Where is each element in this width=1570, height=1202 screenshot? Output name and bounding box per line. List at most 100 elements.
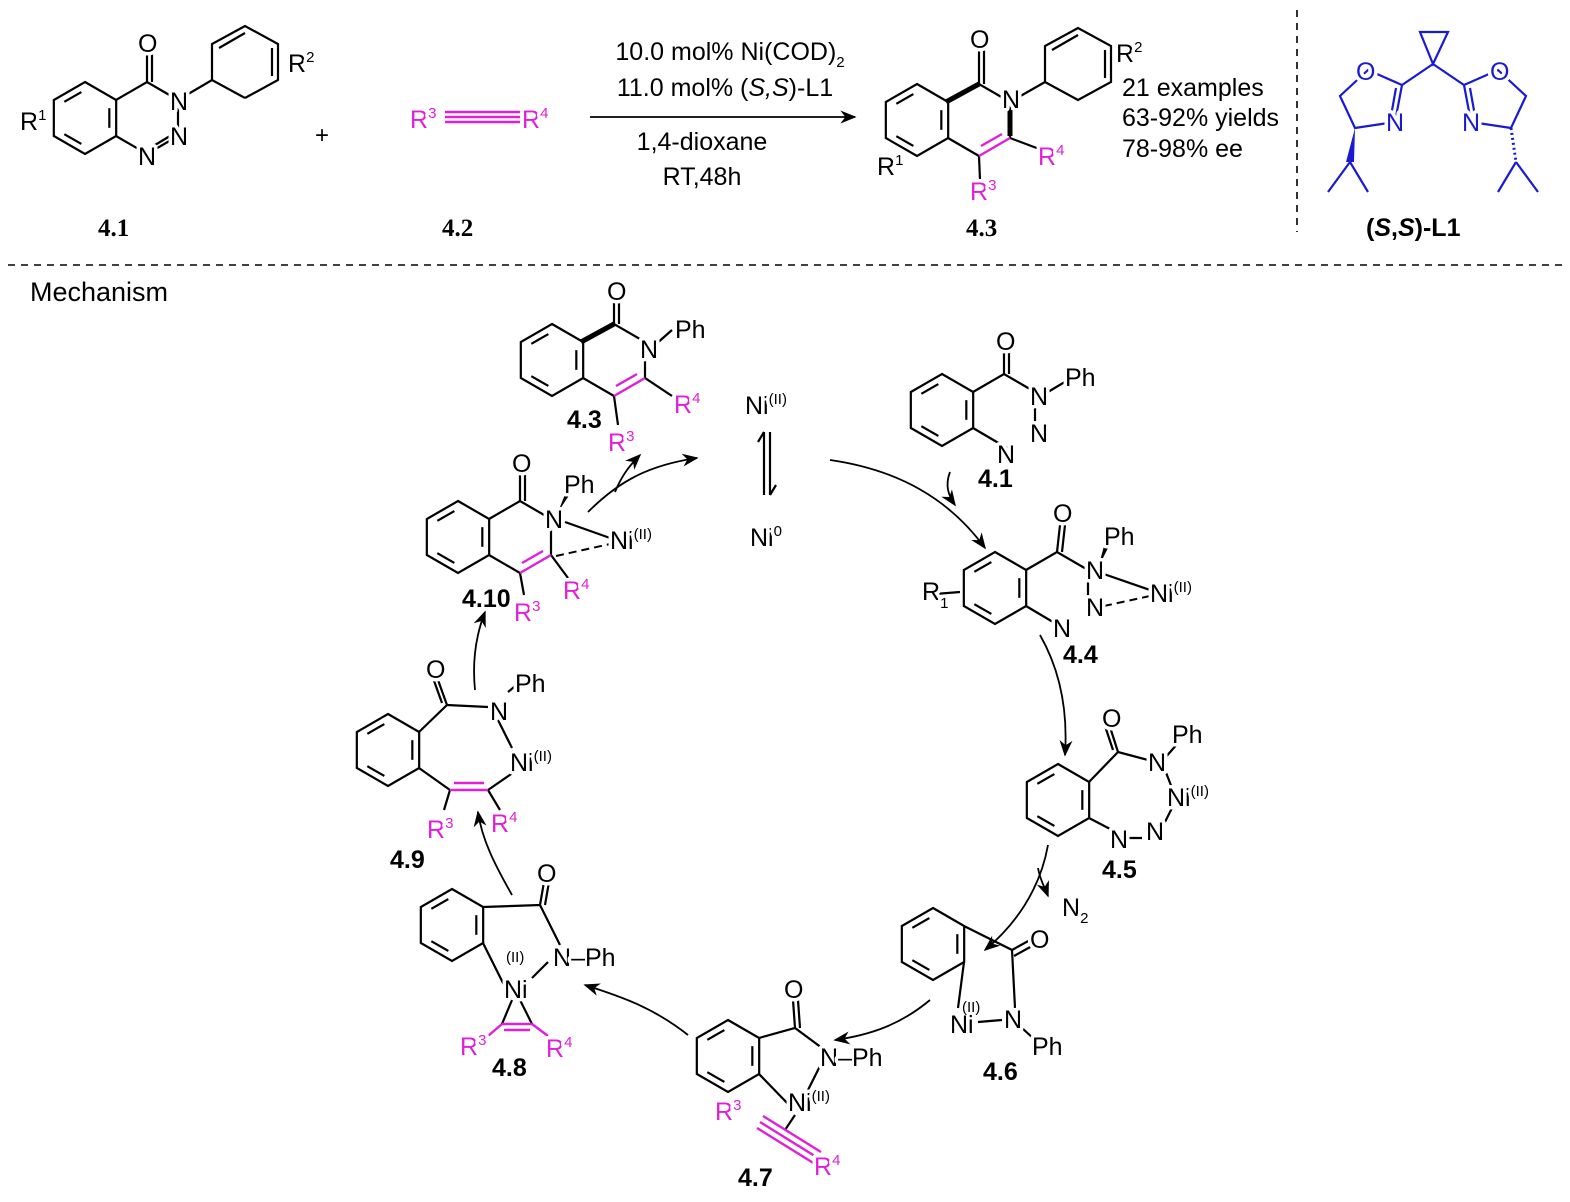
atom-N: N — [1030, 420, 1048, 448]
atom-N: N — [1086, 594, 1104, 622]
atom-N: N — [490, 698, 508, 726]
arrow-n2-release — [1036, 867, 1049, 898]
ring-double-bond — [911, 959, 930, 971]
ring-double-bond — [430, 898, 449, 910]
ring-outline — [909, 372, 975, 448]
atom-N: N — [1004, 1006, 1022, 1034]
phenyl: Ph — [1172, 721, 1203, 749]
substituent-R4: R4 — [522, 105, 548, 134]
atom-N: N — [997, 441, 1015, 469]
atom-O: O — [996, 328, 1015, 356]
arrow-49-to-410 — [473, 610, 486, 691]
condition-temp-time: RT,48h — [663, 163, 742, 191]
ring-outline — [52, 80, 118, 156]
benzene-ring — [909, 372, 975, 448]
compound-label: 4.10 — [462, 585, 511, 613]
benzene-ring — [419, 887, 485, 963]
atom-O: O — [1102, 705, 1121, 733]
atom-N-phenyl: N–Ph — [553, 944, 616, 972]
plus-sign: + — [315, 122, 329, 149]
atom-O: O — [426, 656, 445, 684]
compound-4-7: O N–Ph Ni(II) R3 R4 4.7 — [695, 973, 886, 1192]
benzene-ring — [355, 712, 421, 788]
atom-N: N — [1386, 109, 1404, 137]
atom-N: N — [1086, 557, 1104, 585]
substituent-R3: R3 — [608, 428, 634, 457]
arrow-44-to-45 — [1039, 634, 1073, 757]
ring-outline — [419, 887, 485, 963]
compound-label: 4.1 — [98, 215, 129, 242]
ring-outline — [1025, 762, 1091, 838]
nickel-equilibrium: Ni(II) Ni0 — [742, 388, 791, 556]
ring-outline — [355, 712, 421, 788]
substituent-R1: R1 — [877, 152, 903, 181]
compound-4-4: O N N N Ph Ni(II) R1 4.4 — [919, 497, 1196, 670]
substituent-R4: R4 — [563, 576, 589, 605]
compound-4-6: O N Ni (II) Ph 4.6 — [900, 906, 1066, 1086]
condition-ligand: 11.0 mol% (S,S)-L1 — [617, 74, 833, 102]
arrow-46-to-47 — [833, 999, 931, 1045]
ring-double-bond — [530, 375, 549, 387]
ni-ii: Ni(II) — [610, 526, 652, 555]
catalytic-cycle-arrows — [473, 453, 1073, 1045]
atom-O: O — [537, 860, 556, 888]
compound-4-10: O N Ph Ni(II) R3 R4 4.10 — [425, 447, 655, 631]
substituent-R1: R1 — [20, 107, 46, 136]
compound-4-5: O N Ph Ni(II) N N 4.5 N2 — [1025, 702, 1212, 931]
arrow-47-to-48 — [583, 983, 689, 1036]
atom-N: N — [170, 123, 188, 151]
benzene-ring — [962, 550, 1028, 626]
substituent-R3: R3 — [715, 1097, 741, 1126]
ring-double-bond — [366, 765, 385, 777]
atom-O: O — [607, 278, 626, 306]
substituent-R4: R4 — [1038, 142, 1064, 171]
atom-N: N — [1053, 615, 1071, 643]
atom-O: O — [1356, 58, 1375, 86]
benzene-ring — [900, 906, 966, 982]
compound-4-3-top: O N R2 R1 R3 R4 4.3 — [874, 23, 1146, 243]
arrow-410-to-ni — [587, 453, 699, 513]
atom-Ni: Ni — [504, 976, 528, 1004]
ring-double-bond — [530, 333, 549, 345]
ring-double-bond — [895, 93, 914, 105]
ring-double-bond — [920, 425, 939, 437]
substituent-R3: R3 — [514, 598, 540, 627]
benzene-ring — [425, 499, 491, 575]
ni-ii: Ni(II) — [1150, 579, 1192, 608]
arrow-ni-to-44 — [829, 459, 986, 550]
substituent-R3: R3 — [970, 177, 996, 206]
atom-N: N — [545, 506, 563, 534]
ring-double-bond — [911, 917, 930, 929]
compound-label: 4.3 — [966, 215, 997, 242]
ni-ii: Ni(II) — [510, 748, 552, 777]
ring-double-bond — [63, 91, 82, 103]
ring-outline — [519, 322, 585, 398]
stat-ee: 78-98% ee — [1122, 135, 1243, 163]
atom-N: N — [1110, 826, 1128, 854]
substituent-R4: R4 — [674, 390, 700, 419]
ring-double-bond — [973, 561, 992, 573]
oxidation-state: (II) — [962, 999, 980, 1016]
benzene-ring — [884, 82, 950, 158]
arrow-41-enters — [941, 471, 956, 507]
ring-double-bond — [366, 723, 385, 735]
compound-label: 4.2 — [442, 215, 473, 242]
ring-double-bond — [430, 940, 449, 952]
substituent-R3: R3 — [427, 815, 453, 844]
arrow-product-release — [614, 453, 642, 493]
compound-label: 4.1 — [978, 465, 1013, 493]
atom-N: N — [1146, 818, 1164, 846]
nitrogen-gas: N2 — [1062, 894, 1088, 927]
compound-4-2-top: R3 R4 4.2 — [407, 102, 552, 243]
atom-Ni: Ni — [950, 1011, 974, 1039]
ring-outline — [425, 499, 491, 575]
condition-catalyst: 10.0 mol% Ni(COD)2 — [615, 38, 844, 71]
mechanism-title: Mechanism — [30, 277, 168, 307]
substituent-R4: R4 — [491, 809, 517, 838]
substituent-R3: R3 — [460, 1032, 486, 1061]
compound-4-1-top: O N N N R1 R2 4.1 — [17, 24, 318, 242]
ring-double-bond — [63, 133, 82, 145]
substituent-R2: R2 — [288, 49, 314, 78]
compound-label: 4.3 — [567, 406, 602, 434]
reaction-conditions: 10.0 mol% Ni(COD)2 11.0 mol% (S,S)-L1 1,… — [590, 38, 857, 191]
